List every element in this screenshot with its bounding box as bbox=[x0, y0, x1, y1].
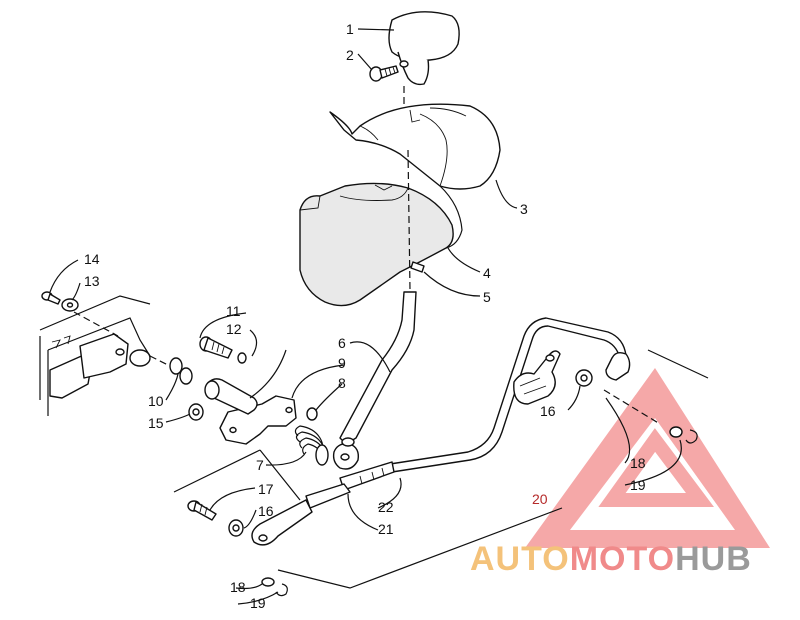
callout-1: 1 bbox=[346, 21, 354, 37]
callout-13: 13 bbox=[84, 273, 100, 289]
clip-lower bbox=[261, 577, 288, 597]
leader-lines bbox=[49, 28, 682, 605]
callout-18-lower: 18 bbox=[230, 579, 246, 595]
callout-14: 14 bbox=[84, 251, 100, 267]
callout-labels: 1 2 3 4 5 6 7 8 9 10 11 12 13 14 15 16 1… bbox=[84, 21, 646, 611]
callout-2: 2 bbox=[346, 47, 354, 63]
callout-4: 4 bbox=[483, 265, 491, 281]
return-spring bbox=[294, 425, 329, 466]
callout-7: 7 bbox=[256, 457, 264, 473]
callout-22: 22 bbox=[378, 499, 394, 515]
callout-19-lower: 19 bbox=[250, 595, 266, 611]
callout-9: 9 bbox=[338, 355, 346, 371]
watermark-word-auto: AUTO bbox=[470, 540, 570, 578]
callout-12: 12 bbox=[226, 321, 242, 337]
watermark-triangle bbox=[525, 368, 770, 548]
callout-16-upper: 16 bbox=[540, 403, 556, 419]
washer-15 bbox=[188, 403, 204, 421]
pivot-shaft bbox=[169, 357, 258, 415]
watermark-word-moto: MOTO bbox=[570, 540, 675, 578]
callout-18-upper: 18 bbox=[630, 455, 646, 471]
bushing-4 bbox=[410, 261, 425, 273]
callout-11: 11 bbox=[226, 303, 241, 319]
rod-end-bolt bbox=[187, 500, 244, 537]
clip-upper bbox=[669, 426, 698, 444]
shift-knob bbox=[388, 11, 460, 86]
callout-21: 21 bbox=[378, 521, 394, 537]
outline-left bbox=[173, 449, 301, 501]
watermark-word-hub: HUB bbox=[675, 540, 752, 578]
callout-17: 17 bbox=[258, 481, 274, 497]
centerline-knob bbox=[403, 86, 411, 291]
shift-rod bbox=[389, 317, 631, 473]
knob-screw bbox=[369, 65, 399, 82]
pivot-bolt bbox=[199, 336, 247, 364]
callout-16-lower: 16 bbox=[258, 503, 274, 519]
shift-lever bbox=[332, 291, 417, 470]
outline-right bbox=[277, 349, 709, 589]
callout-3: 3 bbox=[520, 201, 528, 217]
callout-10: 10 bbox=[148, 393, 164, 409]
callout-15: 15 bbox=[148, 415, 164, 431]
rod-end-linkage bbox=[251, 461, 395, 546]
centerline-frame bbox=[73, 311, 171, 367]
upper-linkage bbox=[513, 350, 593, 405]
callout-8: 8 bbox=[338, 375, 346, 391]
console-cover bbox=[299, 103, 501, 307]
callout-6: 6 bbox=[338, 335, 346, 351]
pivot-bracket bbox=[219, 395, 318, 445]
frame-section bbox=[39, 291, 151, 416]
callout-5: 5 bbox=[483, 289, 491, 305]
callout-19-upper: 19 bbox=[630, 477, 646, 493]
callout-20: 20 bbox=[532, 491, 548, 507]
svg-text:AUTOMOTOHUB: AUTOMOTOHUB bbox=[470, 540, 752, 578]
watermark-logo: AUTOMOTOHUB bbox=[470, 540, 752, 578]
